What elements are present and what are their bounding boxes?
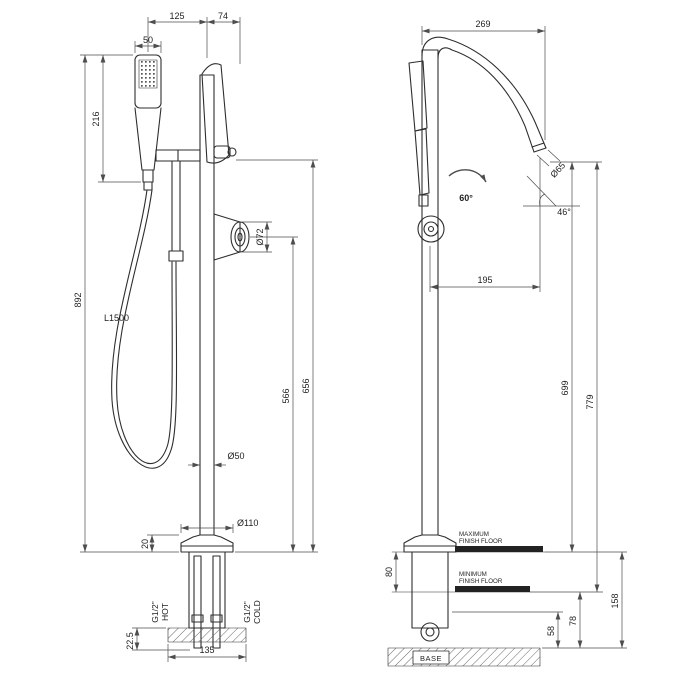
angle-46-lines [523, 175, 580, 207]
spout-side [421, 36, 547, 153]
dim-spout-nose-height: 566 [281, 388, 291, 403]
dim-699-779-lines [530, 161, 627, 593]
dim-base-offset: 22.5 [125, 632, 135, 650]
floor-flange-side [403, 534, 457, 553]
dim-656-566-lines [235, 159, 318, 553]
finish-floor-marks [391, 546, 546, 593]
dim-overall-height: 892 [73, 292, 83, 307]
dim-20-lines [147, 534, 179, 552]
dim-outlet-diameter: Ø65 [548, 160, 567, 179]
dim-flange-height: 20 [140, 539, 150, 549]
dim-outlet-height-min: 779 [585, 394, 595, 409]
spout-angle-label: 46° [557, 207, 571, 217]
dim-dia110-lines [180, 524, 234, 533]
base-label: BASE [420, 654, 442, 663]
dim-handshower-length: 216 [91, 111, 101, 126]
riser-column-front [199, 74, 215, 536]
cold-thread-label: G1/2" [242, 601, 252, 622]
dim-225-lines [132, 627, 190, 651]
dim-216-lines [80, 54, 141, 183]
hot-thread-label: G1/2" [150, 601, 160, 622]
dim-floor-range: 80 [384, 567, 394, 577]
side-dimensions: 269 Ø65 60° 46° 195 [384, 19, 627, 663]
dim-below-floor-lines [452, 552, 627, 649]
dim-269-lines [421, 26, 546, 140]
min-floor-label-1: MINIMUM [459, 571, 487, 578]
dim-lever-height: 656 [301, 378, 311, 393]
shower-hose [111, 189, 178, 469]
dim-below-max-floor: 158 [610, 593, 620, 608]
dim-handshower-width: 50 [143, 35, 153, 45]
dim-overall-depth: 269 [475, 19, 490, 29]
max-floor-label-2: FINISH FLOOR [459, 538, 503, 545]
side-view [387, 36, 547, 667]
swivel-arrow [448, 169, 487, 183]
dim-handshower-offset: 125 [169, 11, 184, 21]
shower-holder-bracket [155, 149, 201, 262]
hot-label: HOT [160, 603, 170, 621]
front-dimensions: 125 74 50 216 892 L1500 Ø72 [73, 11, 318, 662]
floor-flange-front [180, 534, 234, 553]
swivel-angle-label: 60° [459, 193, 473, 203]
dim-dia65-lines [536, 149, 561, 167]
dim-column-diameter: Ø50 [227, 451, 244, 461]
front-view [111, 54, 250, 649]
dim-125-74-lines [147, 17, 241, 64]
dim-spout-offset: 74 [218, 11, 228, 21]
dim-inlet-depth: 58 [546, 626, 556, 636]
dim-135-lines [167, 644, 247, 662]
handshower-front [134, 54, 162, 191]
underfloor-body-front [167, 551, 247, 649]
dim-outlet-height-max: 699 [560, 380, 570, 395]
holder-knob-side [417, 215, 445, 243]
max-floor-label-1: MAXIMUM [459, 531, 489, 538]
mixer-lever-front [213, 145, 237, 159]
dim-spout-reach: 195 [477, 275, 492, 285]
dim-50-lines [134, 41, 162, 53]
dim-base-width: 135 [199, 645, 214, 655]
spout-body-front [201, 63, 230, 164]
handshower-side [408, 60, 430, 207]
dim-below-min-floor: 78 [568, 616, 578, 626]
dim-892-lines [80, 55, 179, 553]
dim-195-lines [429, 158, 541, 292]
hose-length-label: L1500 [104, 313, 129, 323]
underfloor-body-side [411, 551, 449, 642]
cold-label: COLD [252, 600, 262, 624]
spout-nose-front [213, 213, 250, 261]
riser-column-side [421, 49, 439, 536]
min-floor-label-2: FINISH FLOOR [459, 578, 503, 585]
ground-band [387, 647, 541, 667]
dim-flange-diameter: Ø110 [237, 518, 258, 528]
